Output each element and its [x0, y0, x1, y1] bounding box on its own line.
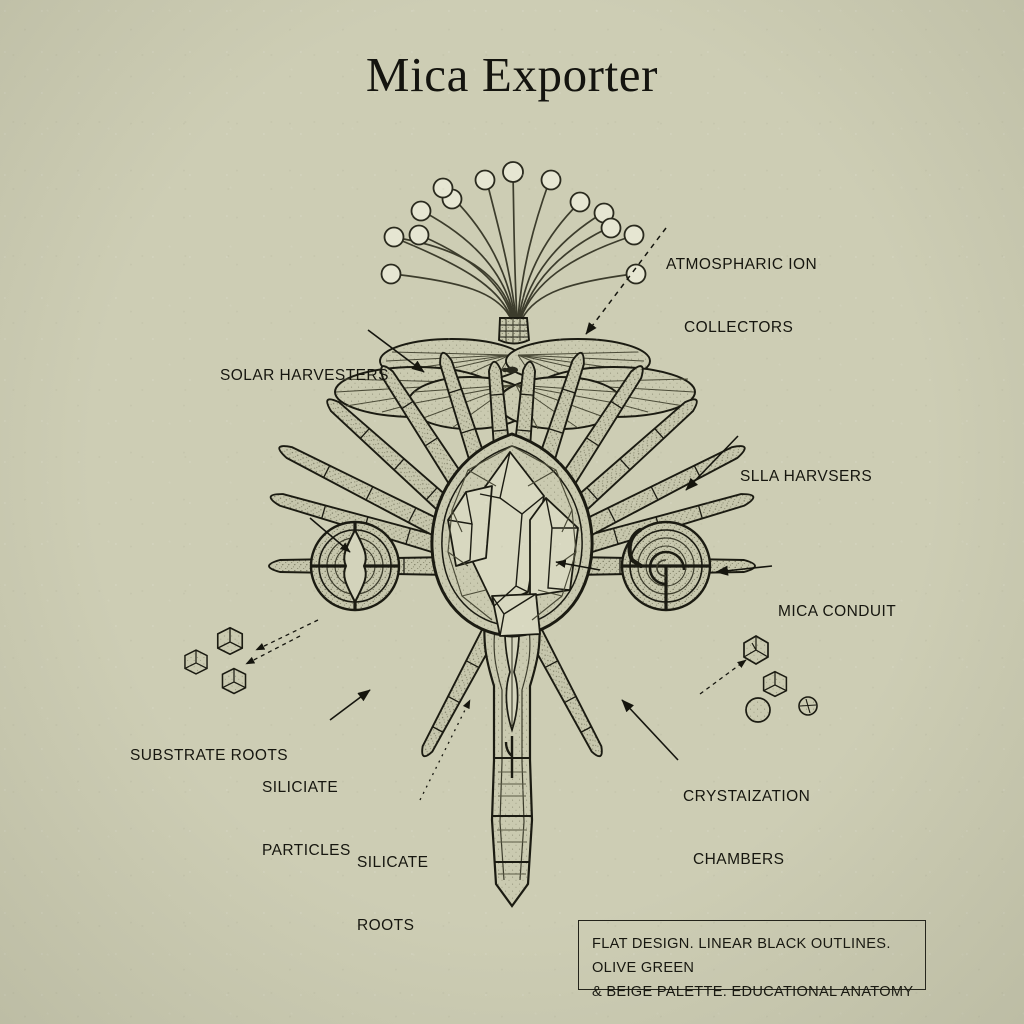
label-silicate-roots: SILICATE ROOTS: [357, 854, 429, 934]
page-title: Mica Exporter: [365, 47, 659, 102]
crystallization-chamber-right: [620, 520, 712, 612]
label-mica-conduit: MICA CONDUIT: [778, 603, 897, 620]
collector-base: [498, 317, 531, 345]
crystallization-chamber-left: [309, 520, 401, 612]
crystal-core-pod: [430, 432, 594, 638]
caption-text: FLAT DESIGN. LINEAR BLACK OUTLINES. OLIV…: [592, 936, 914, 1000]
label-atmospheric-ion-collectors: ATMOSPHARIC ION COLLECTORS: [666, 256, 818, 336]
label-crystaization-chambers: CRYSTAIZATION CHAMBERS: [683, 788, 811, 868]
siliciate-particles-left: [184, 626, 247, 695]
label-slla-harvsers: SLLA HARVSERS: [740, 468, 873, 485]
label-solar-harvesters: SOLAR HARVESTERS: [220, 367, 389, 384]
mica-conduit-taproot: [483, 598, 541, 908]
label-substrate-roots: SUBSTRATE ROOTS: [130, 747, 289, 764]
label-siliciate-particles: SILICIATE PARTICLES: [262, 779, 351, 859]
siliciate-particles-right: [743, 635, 818, 723]
atmospheric-ion-collectors-group: [380, 161, 647, 345]
leader-lines: [245, 227, 773, 801]
caption-box: [578, 920, 926, 990]
